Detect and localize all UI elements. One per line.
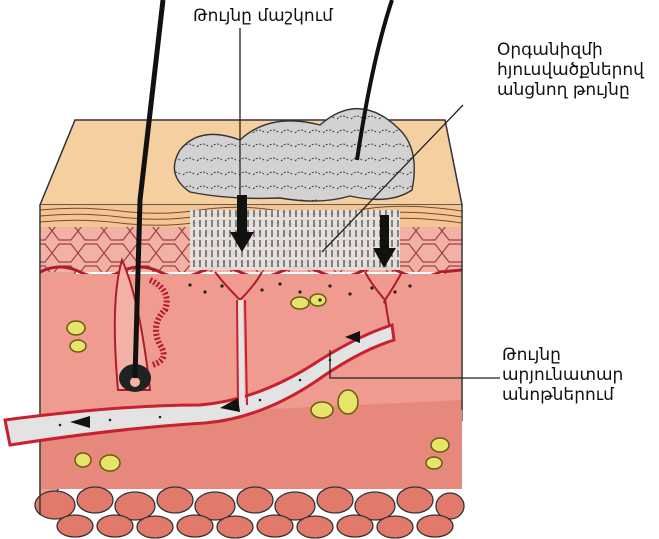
label-line: անցնող թույնը: [497, 80, 644, 100]
label-line: Թույնը: [502, 345, 623, 365]
label-poison-in-skin: Թույնը մաշկում: [193, 6, 333, 26]
label-line: անոթներում: [502, 385, 623, 405]
venom-penetration-zone: [190, 210, 400, 270]
label-line: հյուսվածքներով: [497, 60, 644, 80]
fat-cells: [35, 487, 464, 538]
label-line: արյունատար: [502, 365, 623, 385]
label-poison-through-tissue: Օրգանիզմի հյուսվածքներով անցնող թույնը: [497, 40, 644, 100]
label-line: Օրգանիզմի: [497, 40, 644, 60]
label-poison-in-vessels: Թույնը արյունատար անոթներում: [502, 345, 623, 405]
